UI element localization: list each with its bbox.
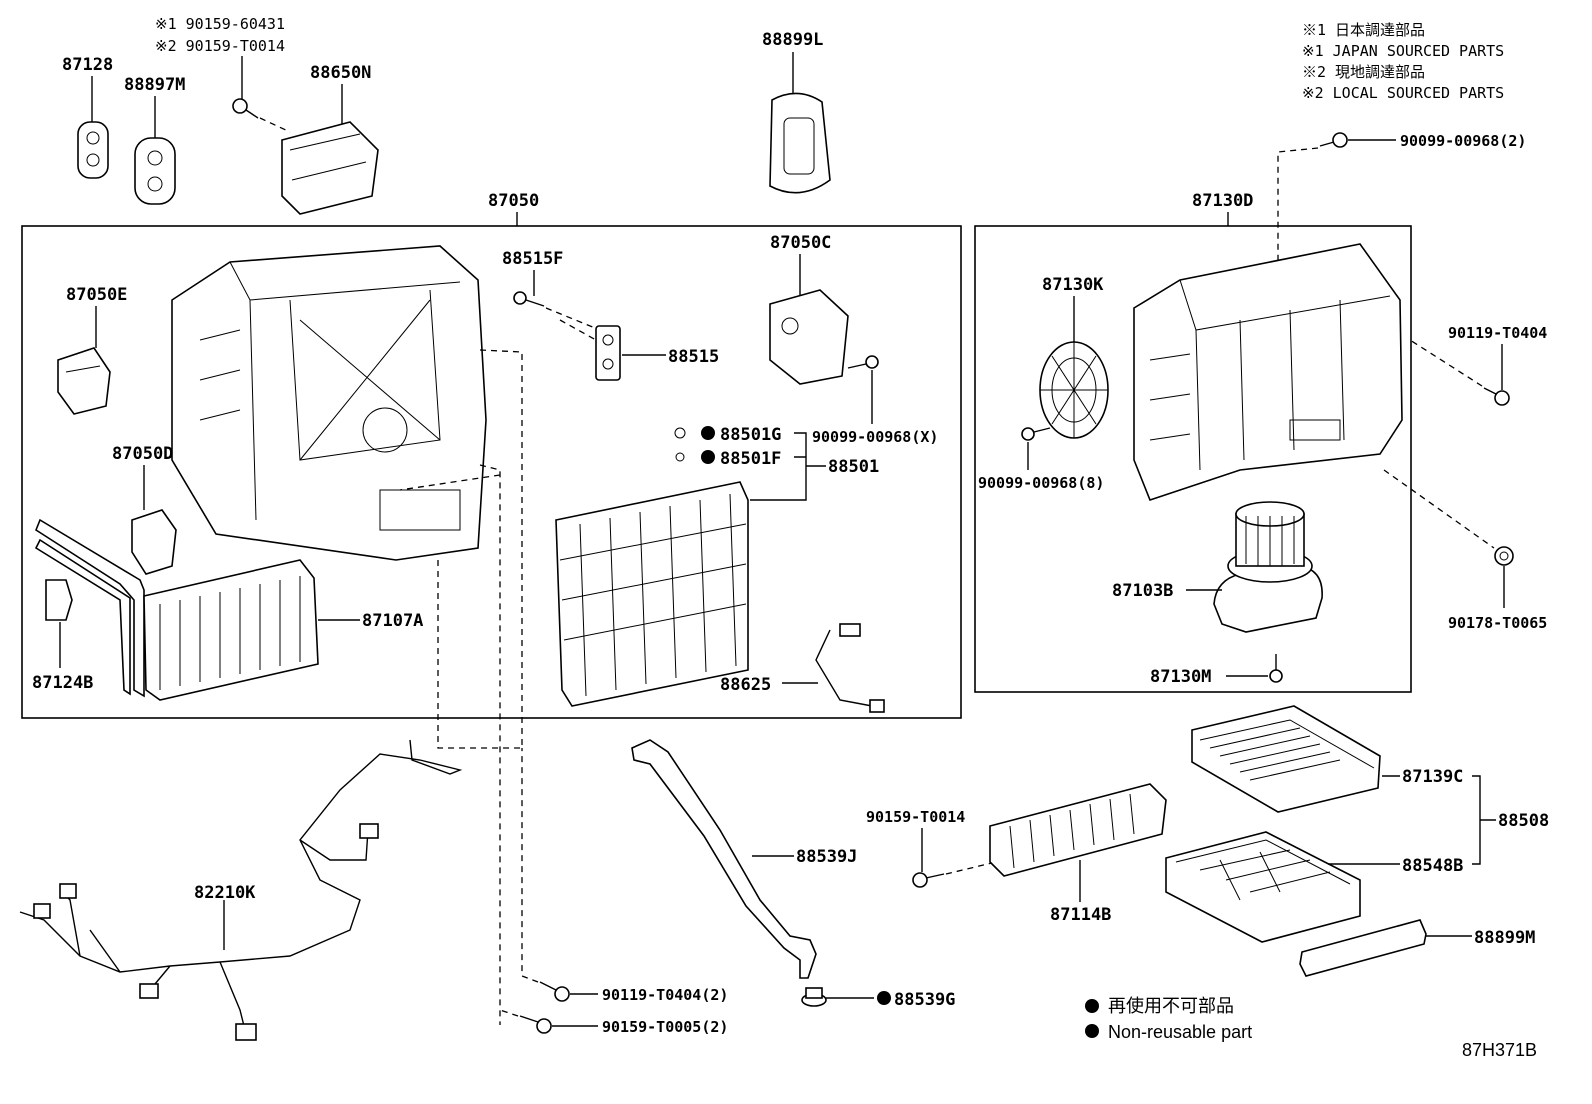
label-87050C[interactable]: 87050C: [770, 233, 831, 253]
label-87124B[interactable]: 87124B: [32, 673, 93, 693]
screw-90099-00968-8: [1021, 427, 1051, 441]
legend-en: Non-reusable part: [1108, 1022, 1252, 1042]
cover-88899L: [769, 92, 831, 194]
label-90178-T0065[interactable]: 90178-T0065: [1448, 614, 1547, 632]
note-local-en: ※2 LOCAL SOURCED PARTS: [1302, 84, 1504, 102]
label-88539J[interactable]: 88539J: [796, 847, 857, 867]
filter-cover-87114B: [989, 783, 1167, 877]
non-reusable-mark: [701, 450, 715, 464]
blower-motor-87103B: [1213, 501, 1323, 633]
screw-90119-T0404: [1483, 387, 1510, 406]
legend-jp: 再使用不可部品: [1108, 996, 1234, 1016]
legend-dot: [1085, 999, 1099, 1013]
label-90119-T0404-2[interactable]: 90119-T0404(2): [602, 986, 728, 1004]
group-box-87050: [21, 225, 962, 719]
label-87114B[interactable]: 87114B: [1050, 905, 1111, 925]
note-source-1: ※1 90159-60431: [155, 15, 285, 33]
screw-90159-T0014: [912, 872, 945, 888]
bolt-90159-60431: [232, 98, 259, 119]
label-87050[interactable]: 87050: [488, 191, 539, 211]
label-88515[interactable]: 88515: [668, 347, 719, 367]
blower-case-87130D: [1133, 243, 1403, 501]
screw-90099-x: [847, 355, 879, 369]
label-87050E[interactable]: 87050E: [66, 285, 127, 305]
grommet-87128: [77, 121, 109, 179]
grommet-88539G: [801, 987, 827, 1007]
drain-hose-88539J: [631, 739, 817, 979]
note-japan-en: ※1 JAPAN SOURCED PARTS: [1302, 42, 1504, 60]
non-reusable-mark: [701, 426, 715, 440]
label-82210K[interactable]: 82210K: [194, 883, 256, 903]
actuator-87050C: [769, 289, 849, 385]
legend-dot: [1085, 1024, 1099, 1038]
screw-87130M: [1269, 654, 1283, 683]
actuator-87050D: [131, 509, 177, 575]
group-box-87130D: [974, 225, 1412, 693]
label-87130D[interactable]: 87130D: [1192, 191, 1253, 211]
fan-cover-87130K: [1039, 341, 1109, 439]
label-88501G[interactable]: 88501G: [720, 425, 781, 445]
label-87050D[interactable]: 87050D: [112, 444, 173, 464]
sensor-88625: [815, 623, 885, 713]
note-source-2: ※2 90159-T0014: [155, 37, 285, 55]
bolt-90159-T0005-2: [519, 1015, 552, 1034]
label-87107A[interactable]: 87107A: [362, 611, 423, 631]
clip-87124B: [45, 579, 73, 621]
cabin-filter-87139C: [1191, 705, 1381, 813]
expansion-valve-88515: [595, 325, 621, 381]
label-90099-00968-2[interactable]: 90099-00968(2): [1400, 132, 1526, 150]
label-87139C[interactable]: 87139C: [1402, 767, 1463, 787]
o-ring-88501G: [674, 427, 686, 439]
ecu-module-88650N: [281, 121, 379, 215]
label-90159-T0014[interactable]: 90159-T0014: [866, 808, 965, 826]
cover-88899M: [1299, 919, 1427, 977]
label-88899L[interactable]: 88899L: [762, 30, 823, 50]
label-88501[interactable]: 88501: [828, 457, 879, 477]
label-88515F[interactable]: 88515F: [502, 249, 563, 269]
label-88897M[interactable]: 88897M: [124, 75, 185, 95]
note-local-jp: ※2 現地調達部品: [1302, 63, 1425, 81]
label-87130M[interactable]: 87130M: [1150, 667, 1211, 687]
label-88650N[interactable]: 88650N: [310, 63, 371, 83]
screw-90099-00968-2: [1319, 132, 1348, 148]
label-87128[interactable]: 87128: [62, 55, 113, 75]
label-90159-T0005-2[interactable]: 90159-T0005(2): [602, 1018, 728, 1036]
filter-case-88548B: [1165, 831, 1361, 943]
label-88548B[interactable]: 88548B: [1402, 856, 1463, 876]
bolt-90119-T0404-2: [539, 981, 570, 1002]
label-90099-00968-8[interactable]: 90099-00968(8): [978, 474, 1104, 492]
label-88539G[interactable]: 88539G: [894, 990, 955, 1010]
wire-harness-82210K: [19, 739, 463, 1041]
heater-core-87107A: [34, 518, 319, 701]
label-90119-T0404[interactable]: 90119-T0404: [1448, 324, 1547, 342]
heater-case-87050: [171, 245, 487, 561]
label-88625[interactable]: 88625: [720, 675, 771, 695]
label-87103B[interactable]: 87103B: [1112, 581, 1173, 601]
evaporator-88501: [555, 481, 749, 707]
label-88508[interactable]: 88508: [1498, 811, 1549, 831]
bolt-88515F: [513, 291, 545, 307]
o-ring-88501F: [675, 452, 685, 462]
nut-90178-T0065: [1494, 546, 1514, 566]
grommet-88897M: [134, 137, 176, 205]
label-88899M[interactable]: 88899M: [1474, 928, 1535, 948]
actuator-87050E: [57, 347, 111, 415]
label-90099-00968-x[interactable]: 90099-00968(X): [812, 428, 938, 446]
note-japan-jp: ※1 日本調達部品: [1302, 21, 1425, 39]
non-reusable-mark: [877, 991, 891, 1005]
figure-id: 87H371B: [1462, 1040, 1537, 1060]
label-87130K[interactable]: 87130K: [1042, 275, 1104, 295]
label-88501F[interactable]: 88501F: [720, 449, 781, 469]
